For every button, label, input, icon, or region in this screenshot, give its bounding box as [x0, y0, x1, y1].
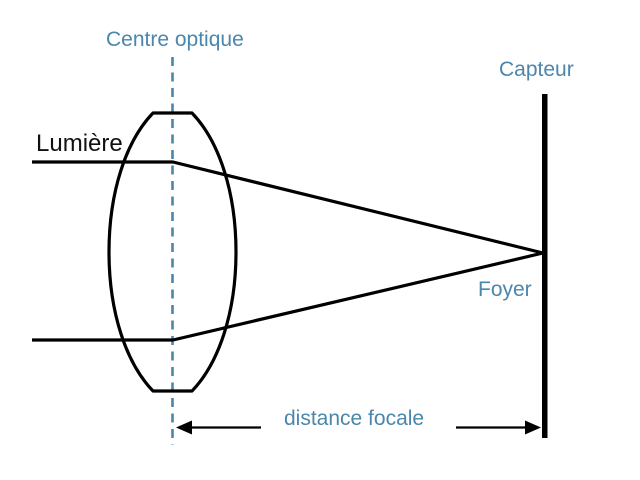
arrow-left-head-icon — [176, 420, 192, 435]
lens-shape — [107, 111, 238, 393]
optical-center-label: Centre optique — [106, 28, 244, 51]
light-ray-top — [32, 160, 544, 255]
focal-distance-label: distance focale — [284, 407, 425, 430]
light-label: Lumière — [36, 130, 123, 157]
focal-distance-arrow-left — [176, 420, 261, 435]
focal-point-label: Foyer — [478, 278, 532, 301]
sensor-label: Capteur — [499, 58, 574, 81]
arrow-right-head-icon — [525, 420, 541, 435]
light-ray-bottom — [32, 251, 544, 342]
focal-distance-arrow-right — [456, 420, 541, 435]
sensor-line — [542, 94, 548, 438]
